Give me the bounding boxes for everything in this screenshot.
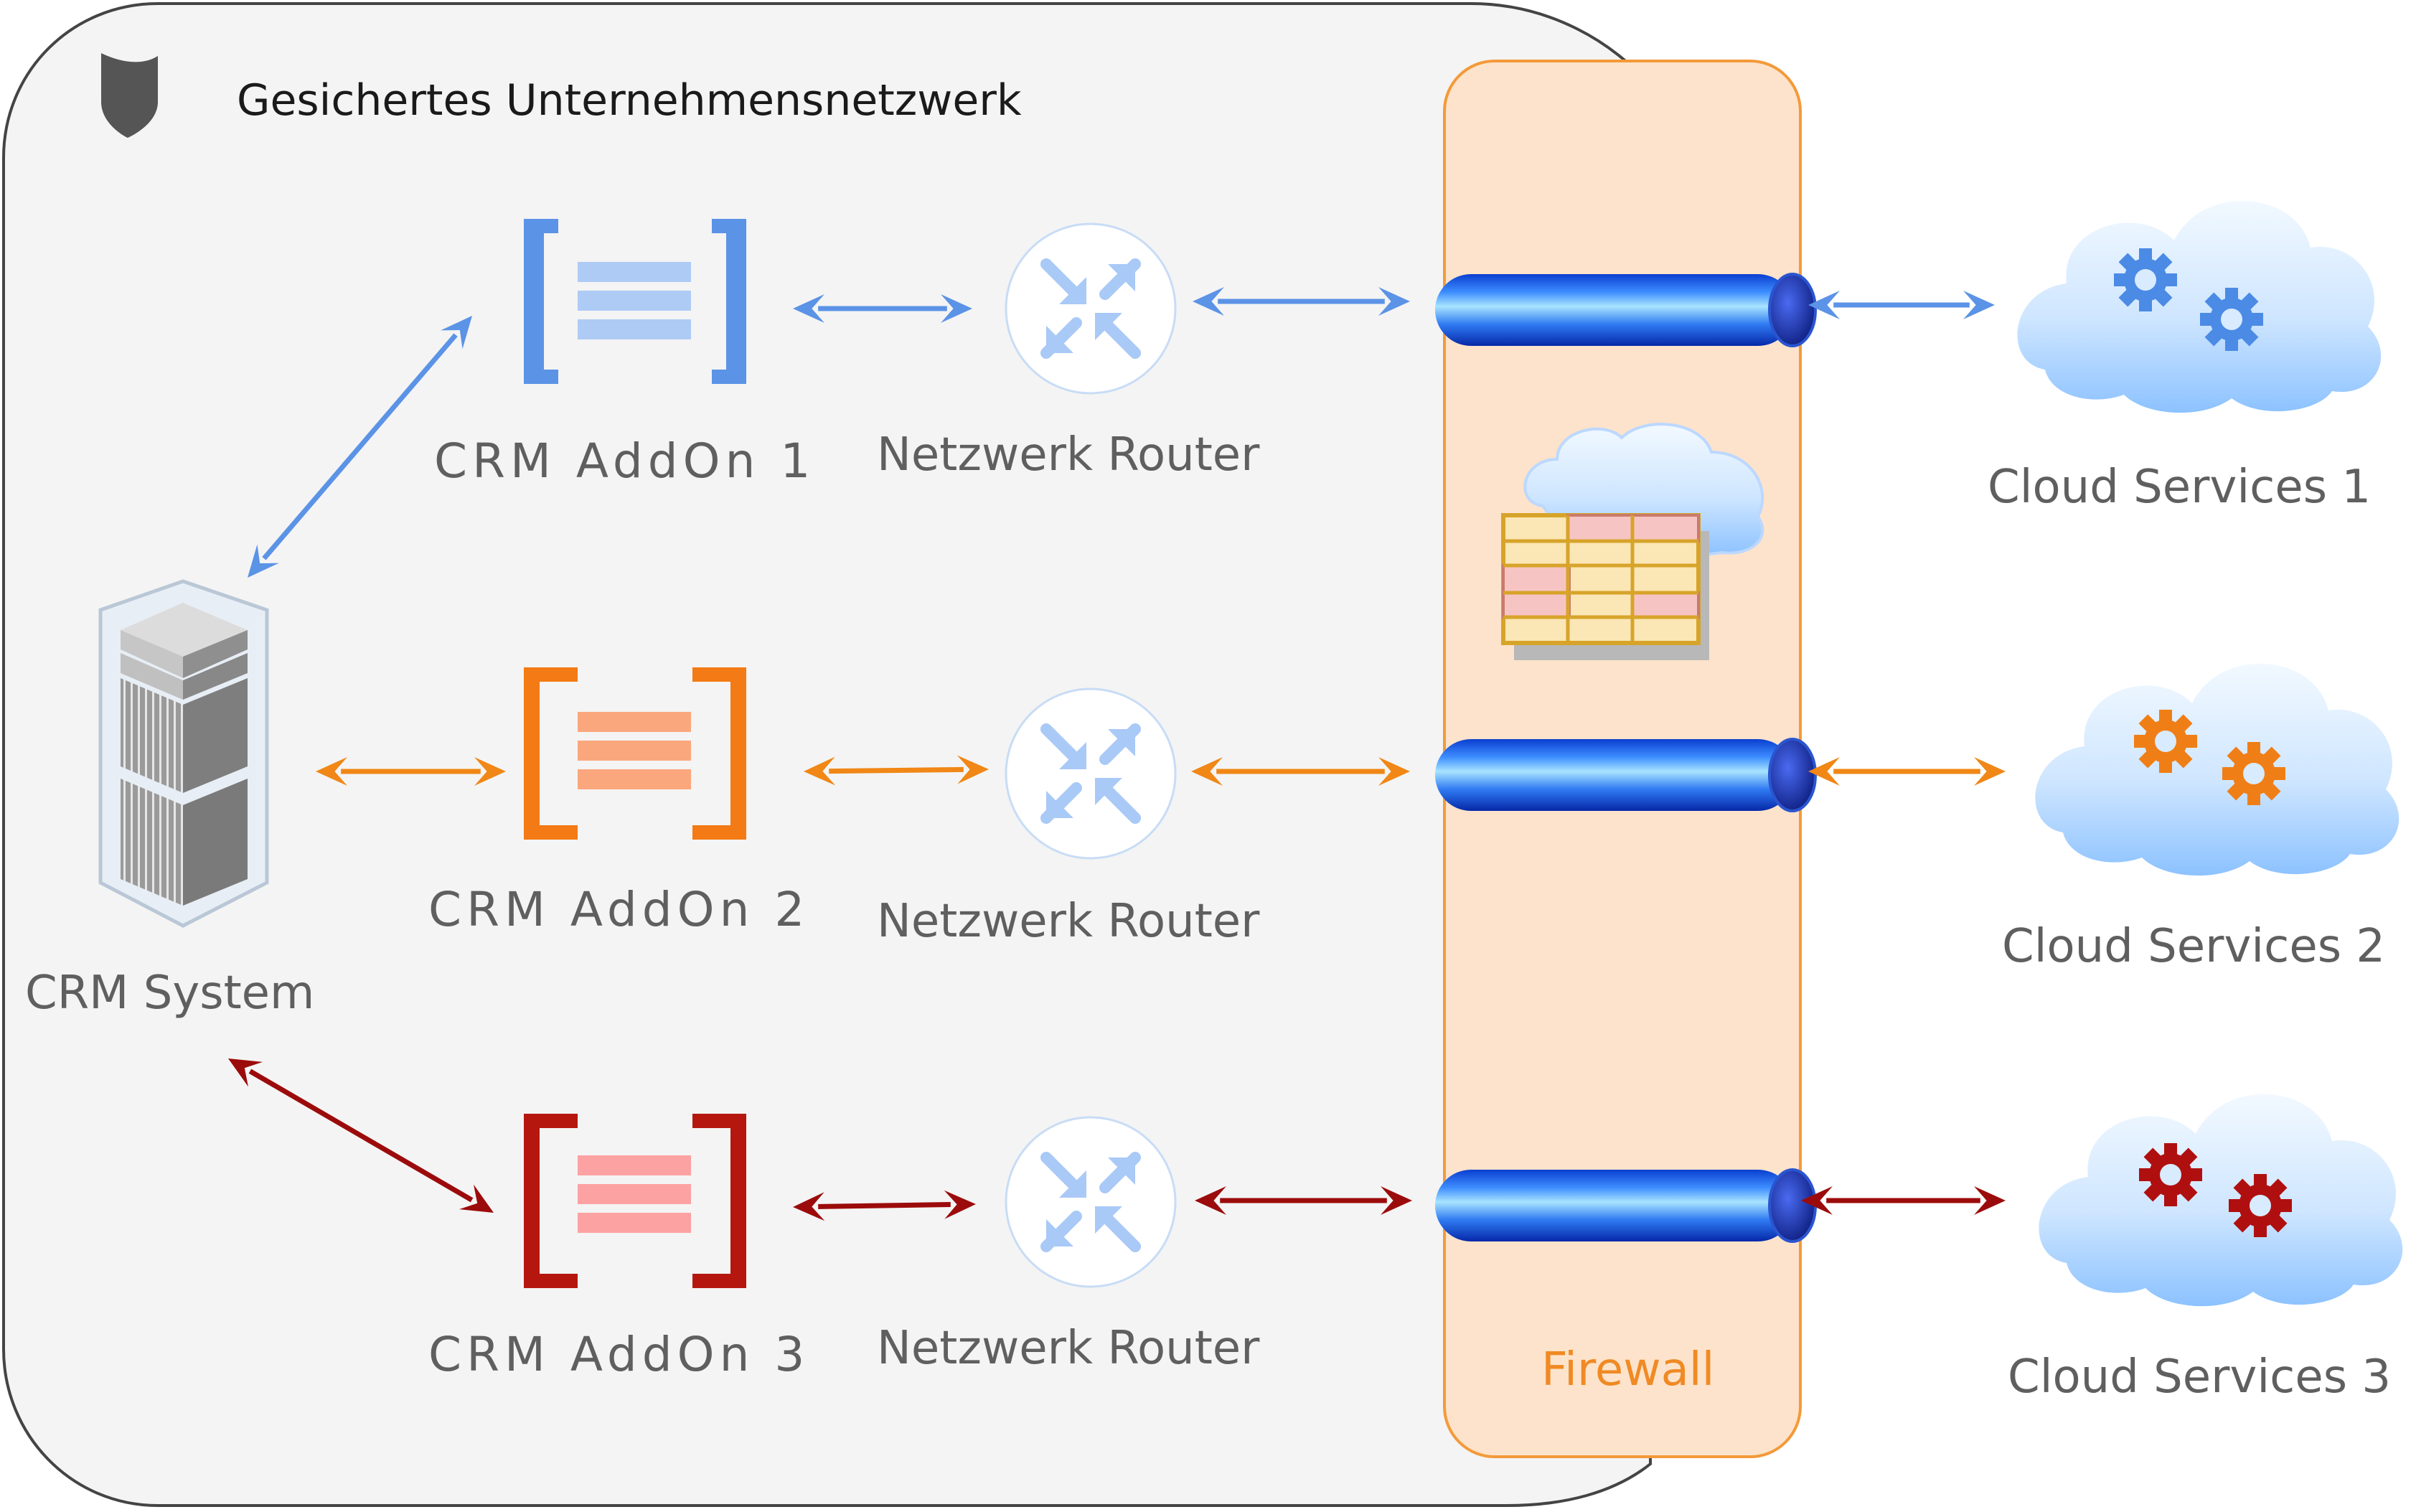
router-1-icon — [1006, 224, 1175, 393]
router-3-icon — [1006, 1117, 1175, 1287]
network-title: Gesichertes Unternehmensnetzwerk — [237, 75, 1022, 126]
addon-1-label: CRM AddOn 1 — [434, 433, 815, 489]
router-2-label: Netzwerk Router — [877, 895, 1260, 948]
addon-2-icon — [524, 667, 746, 840]
router-2-icon — [1006, 689, 1175, 858]
cloud-services-3-label: Cloud Services 3 — [2008, 1351, 2391, 1404]
arrow-crm-addon3 — [228, 1058, 494, 1213]
cloud-table-icon — [1501, 423, 1764, 660]
shield-icon — [101, 53, 158, 138]
cloud-services-1-icon — [2017, 200, 2382, 413]
arrow-router3-firewall3 — [1195, 1186, 1412, 1215]
router-3-label: Netzwerk Router — [877, 1322, 1260, 1375]
arrow-crm-addon1 — [248, 316, 472, 578]
cloud-services-2-label: Cloud Services 2 — [2002, 920, 2385, 973]
server-rack-icon — [98, 579, 269, 928]
connection-arrows — [228, 287, 2006, 1221]
arrow-tunnel2-cloud2 — [1808, 757, 2006, 786]
firewall-tunnel-3 — [1435, 1168, 1817, 1243]
addon-2-label: CRM AddOn 2 — [428, 882, 809, 937]
router-1-label: Netzwerk Router — [877, 428, 1260, 482]
arrow-addon2-router2 — [804, 755, 989, 786]
arrow-crm-addon2 — [316, 757, 506, 786]
cloud-services-3-icon — [2039, 1094, 2403, 1307]
addon-1-icon — [524, 219, 746, 384]
arrow-addon3-router3 — [793, 1190, 976, 1221]
firewall-label: Firewall — [1541, 1343, 1714, 1396]
arrow-tunnel3-cloud3 — [1801, 1186, 2006, 1215]
cloud-services-2-icon — [2035, 663, 2399, 876]
addon-3-icon — [524, 1114, 746, 1288]
firewall-tunnel-2 — [1435, 738, 1817, 812]
crm-system-label: CRM System — [25, 967, 314, 1020]
arrow-tunnel1-cloud1 — [1808, 291, 1995, 319]
firewall-tunnel-1 — [1435, 273, 1817, 347]
cloud-services-1-label: Cloud Services 1 — [1988, 461, 2371, 514]
arrow-router2-firewall2 — [1191, 757, 1410, 786]
addon-3-label: CRM AddOn 3 — [428, 1327, 809, 1382]
arrow-addon1-router1 — [793, 294, 972, 323]
arrow-router1-firewall1 — [1193, 287, 1410, 316]
